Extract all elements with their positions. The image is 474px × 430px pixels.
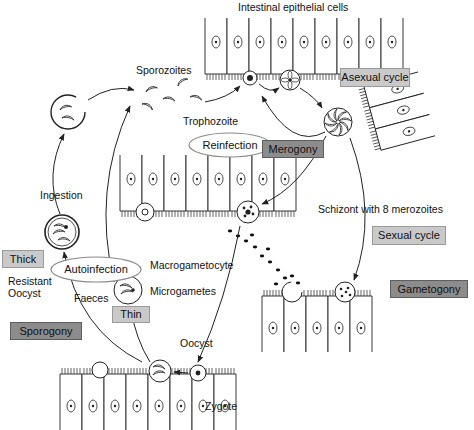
stage-label: Macrogametocyte	[150, 259, 233, 271]
route-ellipse: Reinfection	[188, 132, 272, 158]
process-tag: Sporogony	[10, 322, 82, 340]
node-text: Autoinfection	[64, 263, 128, 275]
stage-label: Resistant Oocyst	[8, 275, 58, 299]
sporozoite-group	[142, 77, 202, 110]
node-text: Reinfection	[202, 139, 257, 151]
stage-label: Schizont with 8 merozoites	[318, 203, 443, 215]
node-text: Merogony	[269, 143, 318, 155]
stage-tag: Asexual cycle	[340, 68, 410, 87]
stage-label: Zygote	[205, 400, 237, 412]
stage-tag: Sexual cycle	[372, 226, 446, 245]
route-ellipse: Autoinfection	[50, 256, 142, 283]
stage-label: Faeces	[74, 292, 108, 304]
process-tag: Gametogony	[390, 280, 468, 298]
stage-label: Trophozoite	[183, 115, 238, 127]
stage-tag: Thin	[112, 306, 150, 323]
gamont-stage	[92, 201, 355, 382]
thick-oocyst	[45, 215, 79, 249]
stage-label: Microgametes	[150, 285, 216, 297]
stage-label: Intestinal epithelial cells	[238, 1, 348, 13]
stage-label: Sporozoites	[136, 64, 191, 76]
node-text: Sexual cycle	[378, 229, 440, 241]
epithelial-cells	[60, 368, 236, 430]
meront-stage	[280, 70, 300, 90]
node-text: Asexual cycle	[341, 71, 408, 83]
schizont-stage	[324, 108, 352, 136]
stage-label: Ingestion	[40, 189, 83, 201]
trophozoite-stage	[243, 71, 257, 85]
process-tag: Merogony	[262, 140, 324, 158]
node-text: Sporogony	[19, 325, 72, 337]
stage-tag: Thick	[2, 250, 44, 268]
excysting-oocyst	[51, 95, 85, 129]
stage-label: Oocyst	[180, 337, 213, 349]
node-text: Thin	[120, 308, 141, 320]
microgamete-dots	[228, 230, 300, 286]
node-text: Gametogony	[398, 283, 461, 295]
cycle-arrows	[53, 84, 365, 373]
epithelial-cells	[262, 290, 372, 352]
node-text: Thick	[10, 253, 36, 265]
